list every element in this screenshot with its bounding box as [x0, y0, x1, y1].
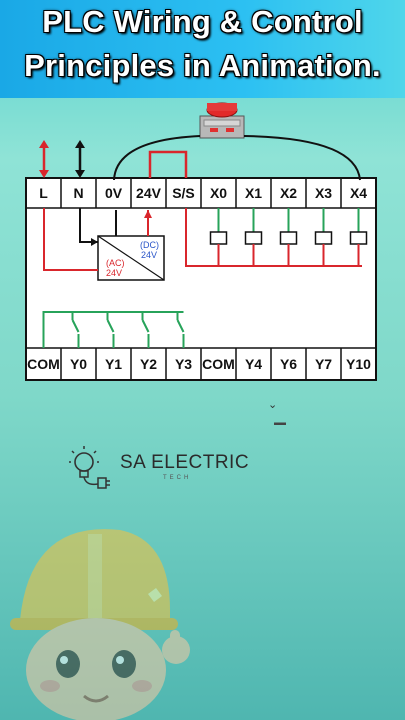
output-terminal: Y2: [140, 356, 157, 372]
output-common-bus: [42, 311, 184, 348]
input-terminal: X3: [315, 185, 332, 201]
input-led-icon: [209, 231, 228, 245]
input-led-icon: [244, 231, 263, 245]
power-supply-module: (AC) 24V (DC) 24V: [97, 235, 165, 281]
output-terminal: Y1: [105, 356, 122, 372]
output-terminal: Y10: [346, 356, 371, 372]
output-terminal: Y4: [245, 356, 262, 372]
input-terminal: X2: [280, 185, 297, 201]
video-title-line-1: PLC Wiring & Control: [42, 4, 363, 39]
output-contact-switch-icon: [141, 319, 150, 333]
wire-switch-to-x4: [243, 135, 361, 181]
ps-dc-value: 24V: [141, 250, 157, 260]
input-terminal: L: [39, 185, 48, 201]
input-terminal: X4: [350, 185, 367, 201]
input-terminal: N: [73, 185, 83, 201]
input-terminal: X0: [210, 185, 227, 201]
wire-24v-to-ss: [148, 150, 188, 178]
wire-ss-common: [185, 208, 362, 267]
input-led-icon: [279, 231, 298, 245]
output-contact-switch-icon: [106, 319, 115, 333]
output-contact-switch-icon: [176, 319, 185, 333]
output-terminal: Y0: [70, 356, 87, 372]
output-contacts: [42, 311, 185, 348]
output-terminal: COM: [27, 356, 60, 372]
input-terminal: S/S: [172, 185, 195, 201]
emergency-stop-button-icon[interactable]: [199, 102, 245, 139]
output-terminal: Y7: [315, 356, 332, 372]
lightbulb-plug-icon: [69, 446, 110, 489]
output-contact-switch-icon: [71, 319, 80, 333]
ps-ac-value: 24V: [106, 268, 122, 278]
input-terminal: X1: [245, 185, 262, 201]
plc-body: [25, 177, 377, 381]
engineer-mascot-icon: [10, 529, 190, 720]
output-terminal: COM: [202, 356, 235, 372]
input-led-icon: [314, 231, 333, 245]
logo-tagline: TECH: [163, 475, 192, 481]
l-supply-arrow-icon: [39, 140, 49, 178]
contactor-animation: [274, 422, 286, 425]
n-supply-arrow-icon: [75, 140, 85, 178]
input-terminal: 24V: [136, 185, 162, 201]
output-terminal: Y6: [280, 356, 297, 372]
wire-l-to-ps: [43, 208, 98, 271]
input-led-icon: [349, 231, 368, 245]
ps-ac-label: (AC): [106, 258, 125, 268]
chevron-down-icon[interactable]: ⌄: [268, 399, 277, 411]
input-indicators: [209, 208, 368, 266]
input-terminal: 0V: [105, 185, 123, 201]
ps-dc-label: (DC): [140, 240, 159, 250]
wire-0v-to-switch: [113, 135, 201, 181]
output-terminal: Y3: [175, 356, 192, 372]
plc-wiring-diagram: L N 0V 24V S/S X0 X1 X2 X3 X4 COM Y0 Y1 Y2 Y3 COM Y4 Y6 Y…: [25, 102, 377, 425]
video-title-line-2: Principles in Animation.: [24, 48, 381, 83]
title-band: [0, 0, 405, 98]
logo-name: SA ELECTRIC: [120, 452, 250, 473]
